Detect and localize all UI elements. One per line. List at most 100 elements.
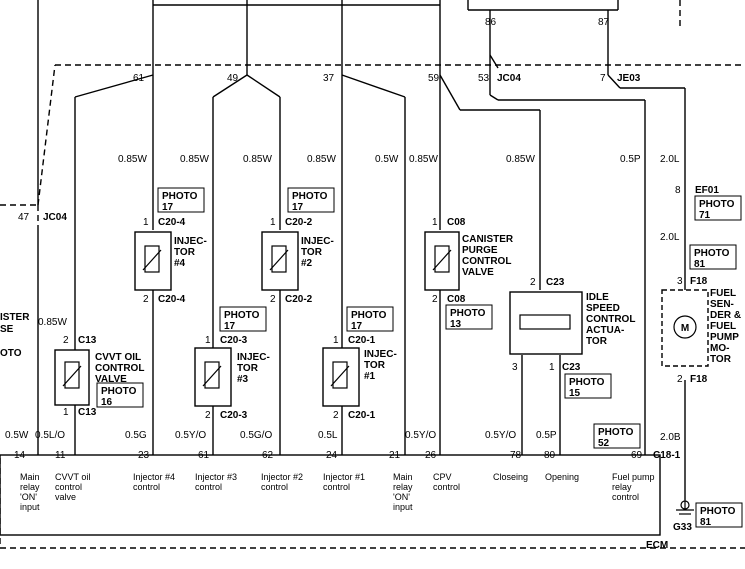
injector-2-box: [261, 231, 299, 291]
label: ACTUA-: [586, 325, 624, 336]
wire-label: 2.0L: [660, 232, 680, 243]
splice-ef01: EF01: [695, 185, 719, 196]
label: relay: [612, 482, 632, 492]
label: C18-1: [653, 450, 681, 461]
pin-8: 8: [675, 185, 681, 196]
motor-icon: M: [681, 323, 689, 334]
label: 17: [351, 321, 363, 332]
label: CANISTER: [462, 234, 514, 245]
label: CONTROL: [95, 363, 144, 374]
label: 0.5G/O: [240, 430, 272, 441]
pin-86: 86: [485, 17, 497, 28]
label: OTO: [0, 348, 22, 359]
label: 0.5G: [125, 430, 147, 441]
cpv-box: [424, 231, 460, 291]
injector-3-box: [194, 347, 232, 407]
label: CPV: [433, 472, 452, 482]
label: 0.5Y/O: [405, 430, 436, 441]
label: 52: [598, 438, 610, 449]
label: control: [612, 492, 639, 502]
labels: 86 87 61 49 37 59 53 JC04 7 JE03 47 JC04…: [0, 17, 741, 551]
label: PHOTO: [699, 199, 735, 210]
label: TOR: [301, 247, 323, 258]
wire-label: 0.85W: [506, 154, 535, 165]
label: Injector #3: [195, 472, 237, 482]
label: PHOTO: [569, 377, 605, 388]
label: F18: [690, 276, 708, 287]
label: C23: [546, 277, 565, 288]
label: input: [20, 502, 40, 512]
label: 21: [389, 450, 401, 461]
label: 15: [569, 388, 581, 399]
label: 2: [270, 294, 276, 305]
injector-4-box: [134, 231, 172, 291]
label: 3: [512, 362, 518, 373]
label: SEN-: [710, 299, 734, 310]
isca-box: [509, 291, 583, 355]
label: 1: [63, 407, 69, 418]
label: valve: [55, 492, 76, 502]
wire-label: 0.85W: [180, 154, 209, 165]
label: 0.5L/O: [35, 430, 65, 441]
label: 1: [333, 335, 339, 346]
label: C20-1: [348, 410, 376, 421]
label: input: [393, 502, 413, 512]
label: 'ON': [20, 492, 37, 502]
label: C20-4: [158, 294, 186, 305]
label: 23: [138, 450, 150, 461]
label: CVVT oil: [55, 472, 90, 482]
label: Injector #4: [133, 472, 175, 482]
label: INJEC-: [174, 236, 207, 247]
label: 2: [432, 294, 438, 305]
label: PHOTO: [450, 308, 486, 319]
pin-47: 47: [18, 212, 30, 223]
label: #1: [364, 371, 376, 382]
label: C13: [78, 407, 97, 418]
label: IDLE: [586, 292, 609, 303]
label: control: [261, 482, 288, 492]
wire-label: 0.85W: [243, 154, 272, 165]
wire-label: 0.85W: [38, 317, 67, 328]
injector-1-box: [322, 347, 360, 407]
label: VALVE: [462, 267, 494, 278]
splice-jc04-top: JC04: [497, 73, 521, 84]
label: control: [323, 482, 350, 492]
label: INJEC-: [364, 349, 397, 360]
label: Main: [393, 472, 413, 482]
label: PHOTO: [101, 386, 137, 397]
pin-37: 37: [323, 73, 335, 84]
label: Injector #2: [261, 472, 303, 482]
label: CVVT OIL: [95, 352, 141, 363]
label: PHOTO: [224, 310, 260, 321]
label: #4: [174, 258, 186, 269]
label: ECM: [646, 540, 668, 551]
pin-59: 59: [428, 73, 440, 84]
label: 17: [162, 202, 174, 213]
label: ISTER: [0, 312, 30, 323]
label: 14: [14, 450, 26, 461]
label: VALVE: [95, 374, 127, 385]
label: C20-1: [348, 335, 376, 346]
label: INJEC-: [237, 352, 270, 363]
label: 1: [432, 217, 438, 228]
label: 11: [55, 450, 66, 461]
wire-label: 2.0L: [660, 154, 680, 165]
label: 80: [544, 450, 556, 461]
pin-53: 53: [478, 73, 490, 84]
label: SPEED: [586, 303, 620, 314]
wire-label: 0.85W: [307, 154, 336, 165]
label: 0.5Y/O: [175, 430, 206, 441]
cvvt-box: [54, 349, 90, 406]
label: PHOTO: [700, 506, 736, 517]
label: PUMP: [710, 332, 739, 343]
label: Opening: [545, 472, 579, 482]
label: FUEL: [710, 288, 736, 299]
label: 0.5P: [536, 430, 557, 441]
label: Fuel pump: [612, 472, 655, 482]
label: PHOTO: [162, 191, 198, 202]
label: 17: [292, 202, 304, 213]
label: PHOTO: [598, 427, 634, 438]
label: 13: [450, 319, 462, 330]
label: 26: [425, 450, 437, 461]
